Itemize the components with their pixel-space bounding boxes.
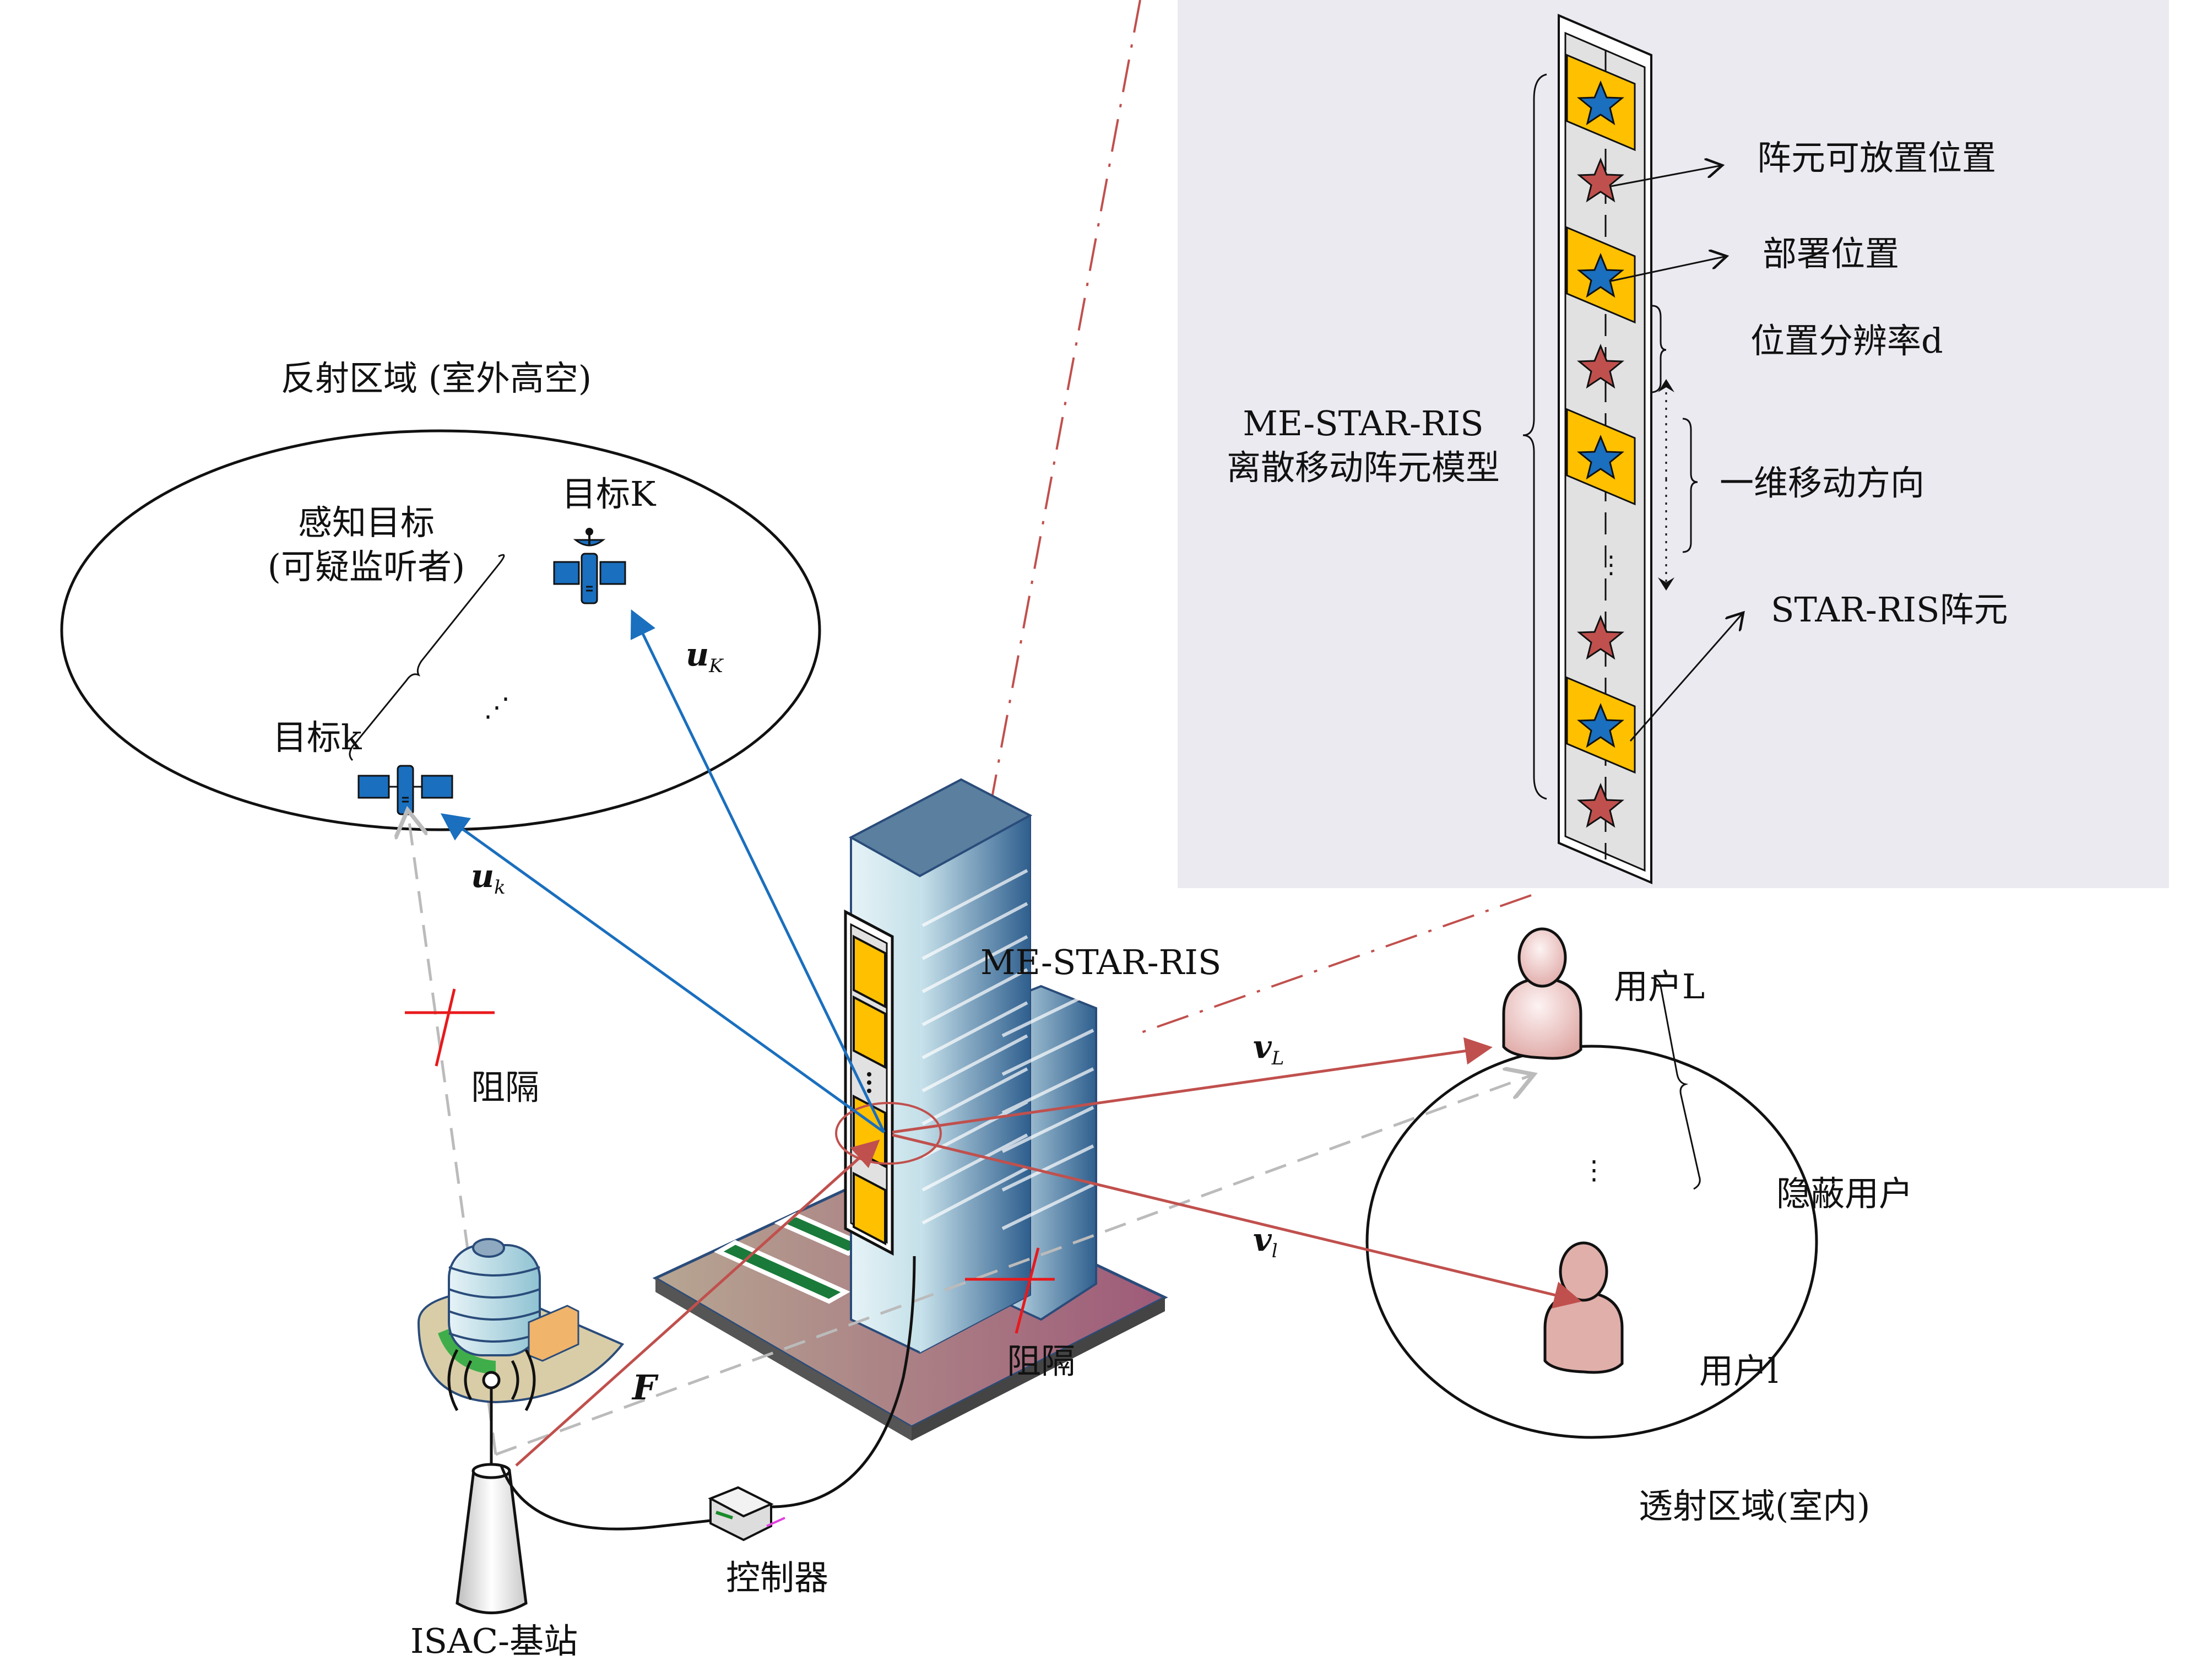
link-u-K bbox=[630, 609, 886, 1133]
inset-model-brace bbox=[1522, 73, 1547, 800]
link-u-k-label: uk bbox=[471, 857, 506, 899]
deployed-element bbox=[1566, 676, 1636, 774]
blockage-mark-icon bbox=[405, 988, 495, 1067]
user-l-label: 用户l bbox=[1699, 1351, 1779, 1391]
base-station-label: ISAC-基站 bbox=[410, 1621, 578, 1661]
satellite-icon bbox=[553, 528, 626, 604]
controller-label: 控制器 bbox=[726, 1558, 828, 1598]
link-v-L bbox=[892, 1037, 1493, 1134]
sensing-targets-brace bbox=[349, 554, 505, 761]
link-F-label: F bbox=[631, 1367, 659, 1408]
transmission-region: 透射区域(室内) 用户L 用户l 隐蔽用户 ⋮ bbox=[1365, 927, 1913, 1526]
reflection-region: 反射区域 (室外高空) 感知目标 (可疑监听者) 目标K 目标k ⋰ bbox=[60, 358, 821, 831]
inset-model-label-1: ME-STAR-RIS bbox=[1243, 403, 1483, 444]
sensing-targets-label-2: (可疑监听者) bbox=[268, 547, 465, 587]
user-icon bbox=[1543, 1241, 1624, 1374]
candidate-positions-label: 阵元可放置位置 bbox=[1757, 138, 1996, 178]
star-ris-element-label: STAR-RIS阵元 bbox=[1771, 590, 2008, 630]
covert-users-brace bbox=[1651, 977, 1701, 1190]
transmission-region-ellipse bbox=[1365, 1045, 1818, 1439]
inset-ellipsis: ⋮ bbox=[1599, 551, 1623, 579]
link-F bbox=[515, 1139, 880, 1467]
targets-ellipsis: ⋰ bbox=[484, 692, 510, 723]
candidate-callout-arrow bbox=[1611, 165, 1722, 187]
zoom-line-bottom bbox=[1131, 894, 1532, 1037]
ris-focus-ellipse bbox=[835, 1102, 942, 1165]
user-L-label: 用户L bbox=[1614, 966, 1705, 1007]
target-K-label: 目标K bbox=[562, 474, 657, 514]
link-v-l-label: vl bbox=[1253, 1221, 1278, 1262]
base-station-antenna-icon bbox=[447, 1349, 536, 1614]
element-callout-arrow bbox=[1629, 613, 1743, 742]
users-ellipsis: ⋮ bbox=[1581, 1155, 1607, 1186]
blockage-label-1: 阻隔 bbox=[471, 1067, 539, 1107]
satellite-icon bbox=[357, 765, 453, 815]
target-k-label: 目标k bbox=[273, 717, 362, 758]
user-icon bbox=[1502, 927, 1582, 1060]
link-u-K-label: uK bbox=[686, 636, 724, 677]
deployed-element bbox=[1566, 226, 1636, 324]
blockage-mark-icon bbox=[965, 1247, 1055, 1334]
ris-panel bbox=[844, 909, 894, 1256]
sensing-targets-label-1: 感知目标 bbox=[298, 502, 435, 543]
zoom-line-top bbox=[988, 0, 1141, 816]
blockage-label-2: 阻隔 bbox=[1007, 1341, 1075, 1381]
cable-bs-controller bbox=[500, 1465, 711, 1531]
link-u-k bbox=[440, 813, 885, 1134]
controller-icon bbox=[708, 1486, 785, 1542]
link-v-l bbox=[892, 1133, 1582, 1308]
link-v-L-label: vL bbox=[1253, 1028, 1284, 1069]
ris-label: ME-STAR-RIS bbox=[980, 942, 1221, 982]
cable-controller-ris bbox=[765, 1256, 916, 1508]
inset-elements bbox=[1566, 53, 1636, 827]
deployed-element bbox=[1566, 53, 1636, 152]
reflection-region-title: 反射区域 (室外高空) bbox=[281, 358, 592, 398]
deployed-positions-label: 部署位置 bbox=[1763, 234, 1899, 274]
covert-users-label: 隐蔽用户 bbox=[1776, 1174, 1913, 1214]
inset-model-label-2: 离散移动阵元模型 bbox=[1227, 447, 1500, 488]
reflection-region-ellipse bbox=[60, 429, 821, 831]
base-station-building-icon bbox=[417, 1238, 625, 1404]
move-direction-label: 一维移动方向 bbox=[1720, 463, 1924, 503]
position-resolution-label: 位置分辨率d bbox=[1750, 321, 1943, 361]
transmission-region-title: 透射区域(室内) bbox=[1639, 1486, 1870, 1526]
deployed-element bbox=[1566, 408, 1636, 506]
deployed-callout-arrow bbox=[1611, 256, 1727, 282]
blocked-link-bs-to-user bbox=[495, 1074, 1534, 1456]
move-direction-brace bbox=[1682, 418, 1698, 553]
inset-panel: ⋮ ME-STAR-RIS 离散移动阵元模型 阵元可放置位置 部署位置 位置分辨… bbox=[988, 0, 2169, 1037]
inset-background bbox=[1178, 0, 2169, 888]
